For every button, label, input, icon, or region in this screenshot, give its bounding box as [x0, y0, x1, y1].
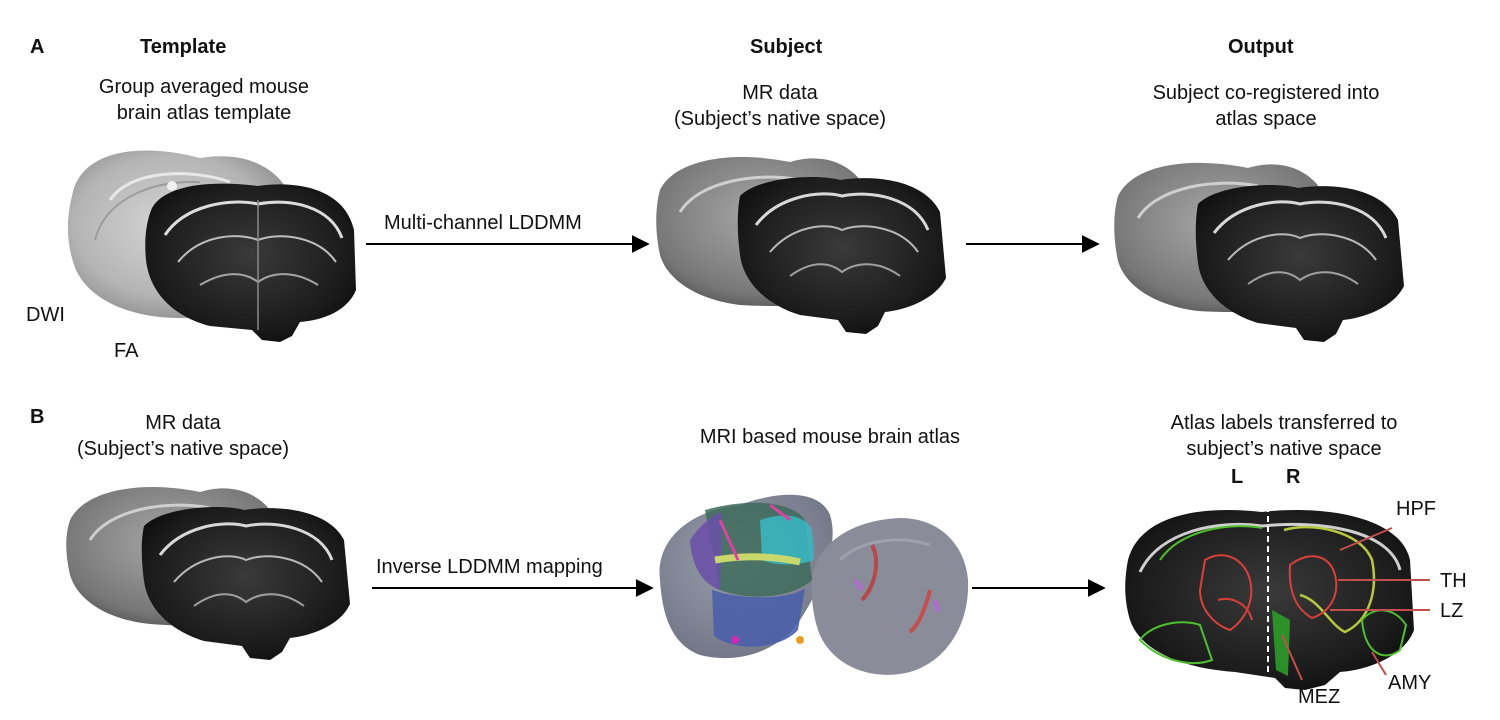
panel-b-letter: B	[30, 406, 45, 428]
inverse-lddmm-label: Inverse LDDMM mapping	[376, 556, 603, 578]
atlas-3d-render-right	[811, 518, 969, 675]
fa-label: FA	[114, 340, 139, 362]
template-header: Template	[140, 36, 227, 58]
template-caption-line-1: Group averaged mouse	[98, 76, 310, 98]
output-caption-a-line-2: atlas space	[1215, 108, 1317, 130]
annotation-lines	[1281, 527, 1430, 681]
subject-caption-a-line-2: (Subject’s native space)	[674, 108, 886, 130]
right-hemisphere-label: R	[1286, 466, 1301, 488]
dwi-label: DWI	[26, 304, 65, 326]
panel-a-letter: A	[30, 36, 45, 58]
template-fa-image	[145, 183, 356, 342]
output-caption-a: Subject co-registered into atlas space	[1126, 80, 1406, 132]
region-label-mez: MEZ	[1298, 686, 1341, 708]
left-hemisphere-label: L	[1231, 466, 1244, 488]
region-label-hpf: HPF	[1396, 498, 1436, 520]
output-caption-b: Atlas labels transferred to subject’s na…	[1136, 410, 1432, 462]
region-label-amy: AMY	[1388, 672, 1432, 694]
output-header: Output	[1228, 36, 1294, 58]
subject-caption-b-line-1: MR data	[145, 412, 221, 434]
template-caption-line-2: brain atlas template	[116, 102, 292, 124]
subject-mr-image-b	[66, 487, 350, 660]
subject-mr-image-a	[656, 157, 946, 334]
atlas-caption: MRI based mouse brain atlas	[699, 426, 961, 448]
subject-caption-a: MR data (Subject’s native space)	[650, 80, 910, 132]
atlas-3d-render-left	[659, 494, 833, 659]
subject-caption-b-line-2: (Subject’s native space)	[77, 438, 289, 460]
subject-caption-b: MR data (Subject’s native space)	[52, 410, 314, 462]
subject-caption-a-line-1: MR data	[742, 82, 818, 104]
labeled-output-image	[1125, 496, 1414, 690]
region-label-th: TH	[1440, 570, 1467, 592]
output-caption-b-line-1: Atlas labels transferred to	[1170, 412, 1398, 434]
multichannel-lddmm-label: Multi-channel LDDMM	[384, 212, 582, 234]
subject-header: Subject	[750, 36, 823, 58]
template-caption: Group averaged mouse brain atlas templat…	[66, 74, 342, 126]
output-caption-a-line-1: Subject co-registered into	[1152, 82, 1380, 104]
output-caption-b-line-2: subject’s native space	[1186, 438, 1382, 460]
output-registered-image	[1114, 162, 1404, 342]
region-label-lz: LZ	[1440, 600, 1464, 622]
